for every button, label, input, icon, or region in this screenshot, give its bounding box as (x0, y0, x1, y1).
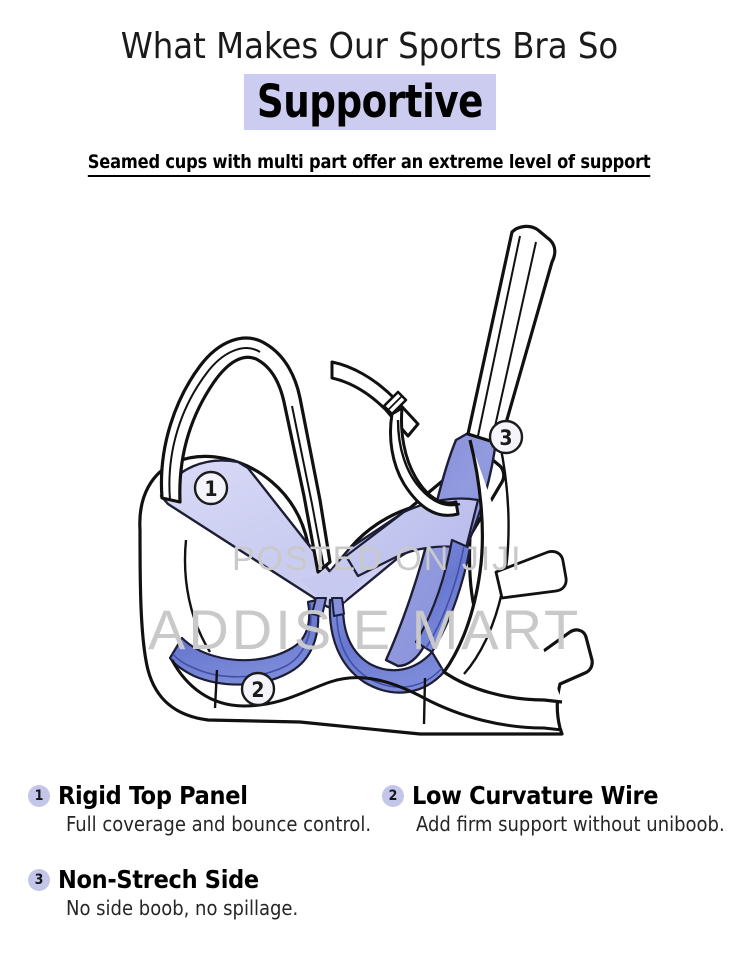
subheadline-wrap: Seamed cups with multi part offer an ext… (0, 151, 739, 177)
legend: 1 Rigid Top Panel Full coverage and boun… (0, 778, 739, 948)
legend-desc-1: Full coverage and bounce control. (66, 812, 372, 836)
right-wing-notch (494, 550, 568, 600)
legend-title-2: Low Curvature Wire (412, 781, 659, 810)
headline-primary: What Makes Our Sports Bra So (120, 26, 619, 67)
sports-bra-diagram-svg: 1 2 3 (138, 224, 594, 736)
back-strap-inner-curve (396, 419, 461, 507)
callout-badge-3[interactable]: 3 (488, 419, 524, 455)
callout-badge-1[interactable]: 1 (193, 470, 229, 506)
low-curvature-wire-left (168, 598, 320, 686)
bra-illustration: 1 2 3 (0, 200, 739, 770)
center-gore-right (331, 597, 345, 617)
headline-highlight-wrap: Supportive (0, 74, 739, 130)
legend-head: 2 Low Curvature Wire (382, 782, 732, 810)
bra-body-group: 1 2 3 (138, 224, 594, 736)
legend-head: 3 Non-Strech Side (28, 866, 368, 894)
subheadline: Seamed cups with multi part offer an ext… (88, 151, 651, 177)
right-strap-seam-b (491, 241, 537, 441)
strap-adjuster-line (387, 395, 403, 411)
legend-badge-1: 1 (28, 785, 50, 807)
legend-item-rigid-top-panel: 1 Rigid Top Panel Full coverage and boun… (28, 782, 372, 836)
right-strap-seam-a (477, 235, 521, 437)
center-gore-left (311, 597, 327, 617)
wire-side-sweep-seam (425, 545, 465, 649)
legend-desc-3: No side boob, no spillage. (66, 896, 299, 920)
back-strap-v (389, 406, 460, 517)
legend-title-3: Non-Strech Side (58, 865, 259, 894)
legend-item-non-strech-side: 3 Non-Strech Side No side boob, no spill… (28, 866, 368, 920)
band-seam-right (422, 677, 427, 725)
band-lower-edge (170, 659, 563, 732)
left-cup-seam (183, 539, 212, 653)
wire-left-seam (172, 603, 312, 678)
page-header: What Makes Our Sports Bra So Supportive … (0, 0, 739, 177)
callout-badge-3-label: 3 (499, 426, 512, 450)
legend-badge-2: 2 (382, 785, 404, 807)
right-shoulder-strap (466, 224, 557, 446)
headline-highlighted: Supportive (243, 74, 496, 130)
legend-badge-3: 3 (28, 869, 50, 891)
legend-title-1: Rigid Top Panel (58, 781, 248, 810)
legend-head: 1 Rigid Top Panel (28, 782, 368, 810)
callout-badge-2-label: 2 (251, 678, 264, 702)
callout-badge-1-label: 1 (204, 477, 217, 501)
wire-side-sweep (414, 538, 472, 654)
legend-item-low-curvature-wire: 2 Low Curvature Wire Add firm support wi… (382, 782, 732, 836)
legend-desc-2: Add firm support without uniboob. (416, 812, 725, 836)
left-shoulder-strap-seam-b (291, 405, 325, 569)
left-shoulder-strap-seam-a (168, 347, 261, 501)
left-shoulder-strap-outer (159, 336, 332, 574)
callout-badge-2[interactable]: 2 (240, 671, 276, 707)
